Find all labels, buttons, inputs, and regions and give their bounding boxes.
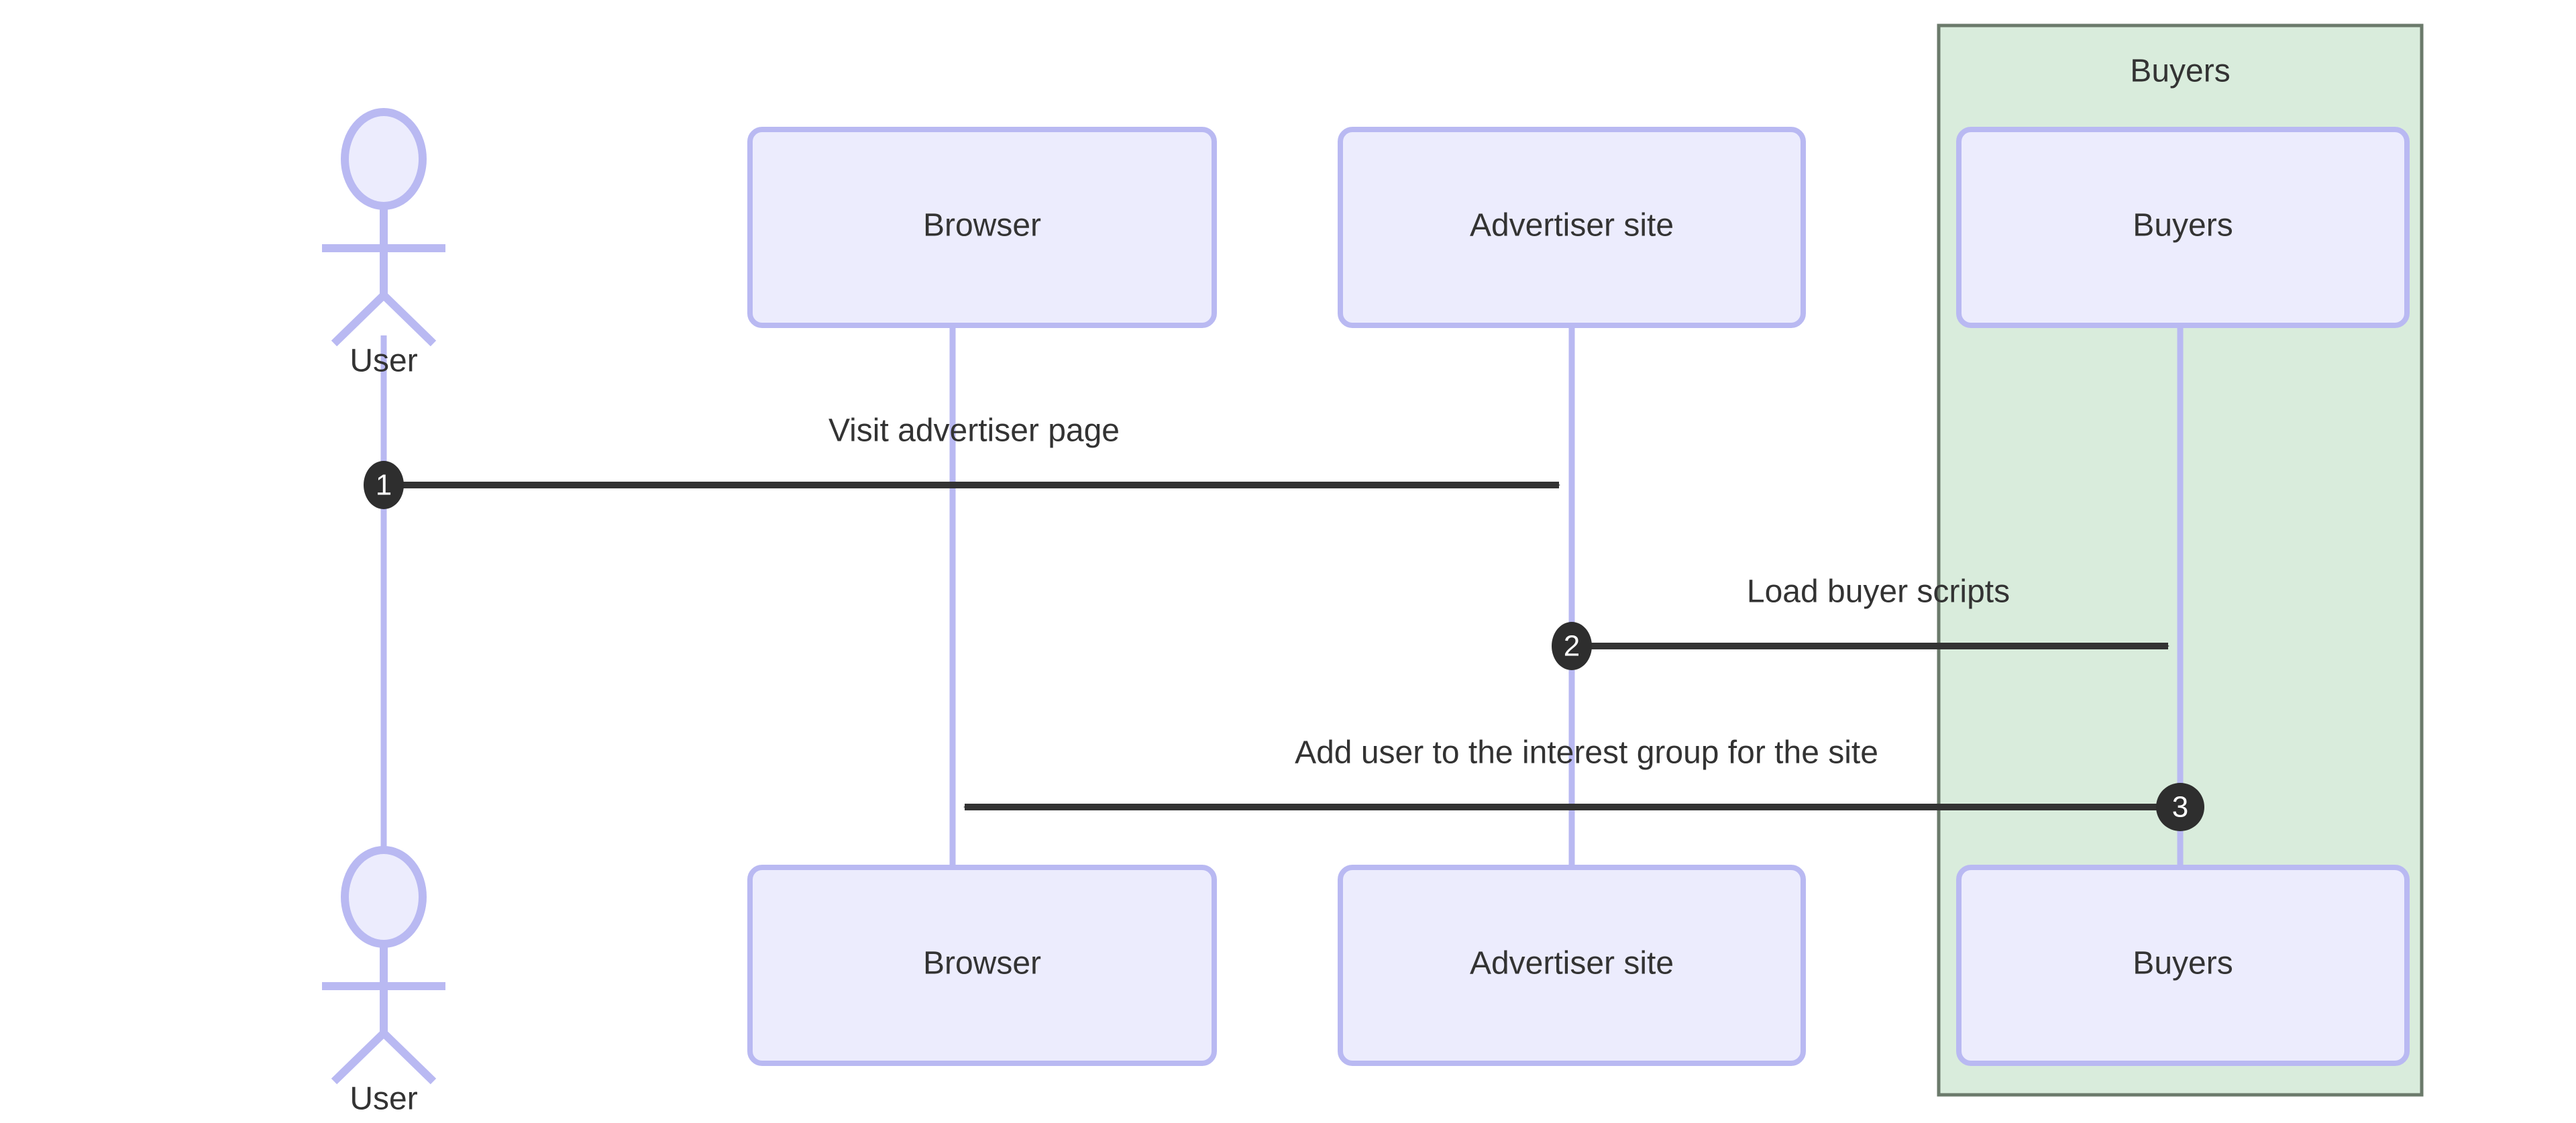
message-badge-1 [364, 461, 404, 509]
actor-right-leg-icon [380, 292, 437, 347]
message-badge-3 [2156, 783, 2204, 831]
participant-label-browser-bottom: Browser [923, 946, 1041, 981]
participant-label-browser-top: Browser [923, 208, 1041, 244]
message-number-3: 3 [2172, 791, 2188, 824]
actor-head-icon [341, 108, 427, 210]
group-box-label: Buyers [2130, 54, 2230, 89]
participant-label-buyers-top: Buyers [2133, 208, 2233, 244]
participant-box-advertiser-bottom[interactable]: Advertiser site [1338, 865, 1806, 1066]
actor-head-icon [341, 846, 427, 948]
participant-label-advertiser-bottom: Advertiser site [1470, 946, 1674, 981]
message-label-1: Visit advertiser page [828, 413, 1120, 449]
participant-box-browser-top[interactable]: Browser [747, 127, 1217, 328]
participant-label-buyers-bottom: Buyers [2133, 946, 2233, 981]
participant-box-buyers-bottom[interactable]: Buyers [1956, 865, 2410, 1066]
message-2[interactable]: Load buyer scripts 2 [1552, 574, 2169, 670]
participant-rect [1338, 127, 1806, 328]
message-1[interactable]: Visit advertiser page 1 [364, 413, 1560, 509]
participant-box-browser-bottom[interactable]: Browser [747, 865, 1217, 1066]
lifelines [380, 325, 2184, 892]
actor-user-bottom[interactable]: User [322, 846, 445, 1117]
participant-box-buyers-top[interactable]: Buyers [1956, 127, 2410, 328]
participant-rect [1956, 865, 2410, 1066]
message-label-2: Load buyer scripts [1747, 574, 2010, 610]
message-number-1: 1 [376, 469, 392, 502]
actor-label-user-top: User [350, 343, 417, 379]
actor-user-top[interactable]: User [322, 108, 445, 379]
message-badge-2 [1552, 622, 1592, 670]
participant-box-advertiser-top[interactable]: Advertiser site [1338, 127, 1806, 328]
message-label-3: Add user to the interest group for the s… [1295, 735, 1878, 771]
message-3[interactable]: Add user to the interest group for the s… [963, 735, 2204, 831]
message-number-2: 2 [1564, 630, 1580, 663]
actor-left-leg-icon [331, 292, 387, 347]
participant-label-advertiser-top: Advertiser site [1470, 208, 1674, 244]
actor-label-user-bottom: User [350, 1081, 417, 1117]
participant-rect [1956, 127, 2410, 328]
participant-rect [1338, 865, 1806, 1066]
participant-rect [747, 127, 1217, 328]
actor-right-leg-icon [380, 1030, 437, 1085]
participant-rect [747, 865, 1217, 1066]
actor-left-leg-icon [331, 1030, 387, 1085]
